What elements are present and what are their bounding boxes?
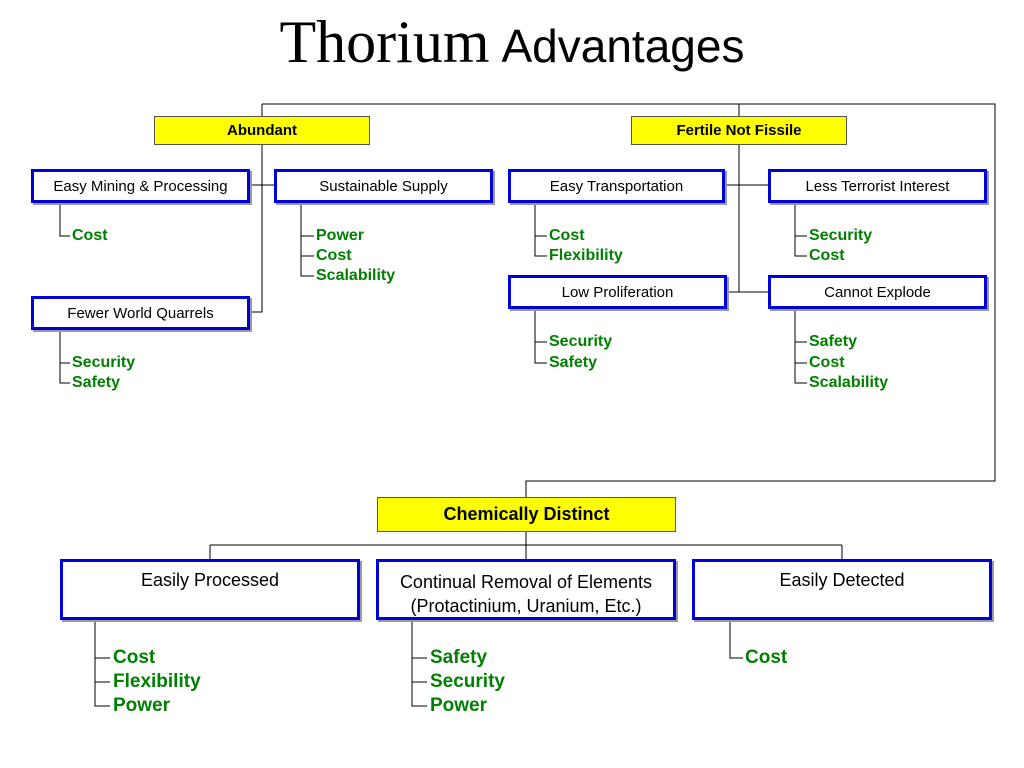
title-sans: Advantages <box>501 20 745 72</box>
benefit-item: Flexibility <box>113 671 201 692</box>
benefit-item: Safety <box>72 374 121 391</box>
benefit-item: Scalability <box>316 267 396 284</box>
benefit-item: Scalability <box>809 374 889 391</box>
benefit-item: Flexibility <box>549 247 623 264</box>
node-continual-removal: Continual Removal of Elements (Protactin… <box>376 559 676 620</box>
node-fewer-world-quarrels: Fewer World Quarrels <box>31 296 250 330</box>
node-less-terrorist-interest: Less Terrorist Interest <box>768 169 987 203</box>
benefit-item: Cost <box>809 354 845 371</box>
benefit-item: Cost <box>72 227 108 244</box>
benefit-item: Cost <box>745 647 788 668</box>
node-easy-mining: Easy Mining & Processing <box>31 169 250 203</box>
node-easily-detected: Easily Detected <box>692 559 992 620</box>
benefit-item: Cost <box>316 247 352 264</box>
node-easy-transportation: Easy Transportation <box>508 169 725 203</box>
title-serif: Thorium <box>279 9 490 75</box>
benefit-item: Power <box>113 695 171 716</box>
benefit-item: Security <box>809 227 873 244</box>
benefit-item: Safety <box>549 354 598 371</box>
benefit-item: Cost <box>809 247 845 264</box>
benefit-item: Power <box>430 695 488 716</box>
category-chemically-distinct: Chemically Distinct <box>377 497 676 532</box>
category-abundant: Abundant <box>154 116 370 145</box>
node-low-proliferation: Low Proliferation <box>508 275 727 309</box>
benefit-item: Security <box>72 354 136 371</box>
node-easily-processed: Easily Processed <box>60 559 360 620</box>
benefit-item: Cost <box>549 227 585 244</box>
benefit-item: Security <box>430 671 505 692</box>
node-cannot-explode: Cannot Explode <box>768 275 987 309</box>
benefit-item: Security <box>549 333 613 350</box>
category-fertile-not-fissile: Fertile Not Fissile <box>631 116 847 145</box>
benefit-item: Cost <box>113 647 156 668</box>
benefit-item: Safety <box>430 647 488 668</box>
benefit-item: Safety <box>809 333 858 350</box>
node-sustainable-supply: Sustainable Supply <box>274 169 493 203</box>
benefit-item: Power <box>316 227 365 244</box>
